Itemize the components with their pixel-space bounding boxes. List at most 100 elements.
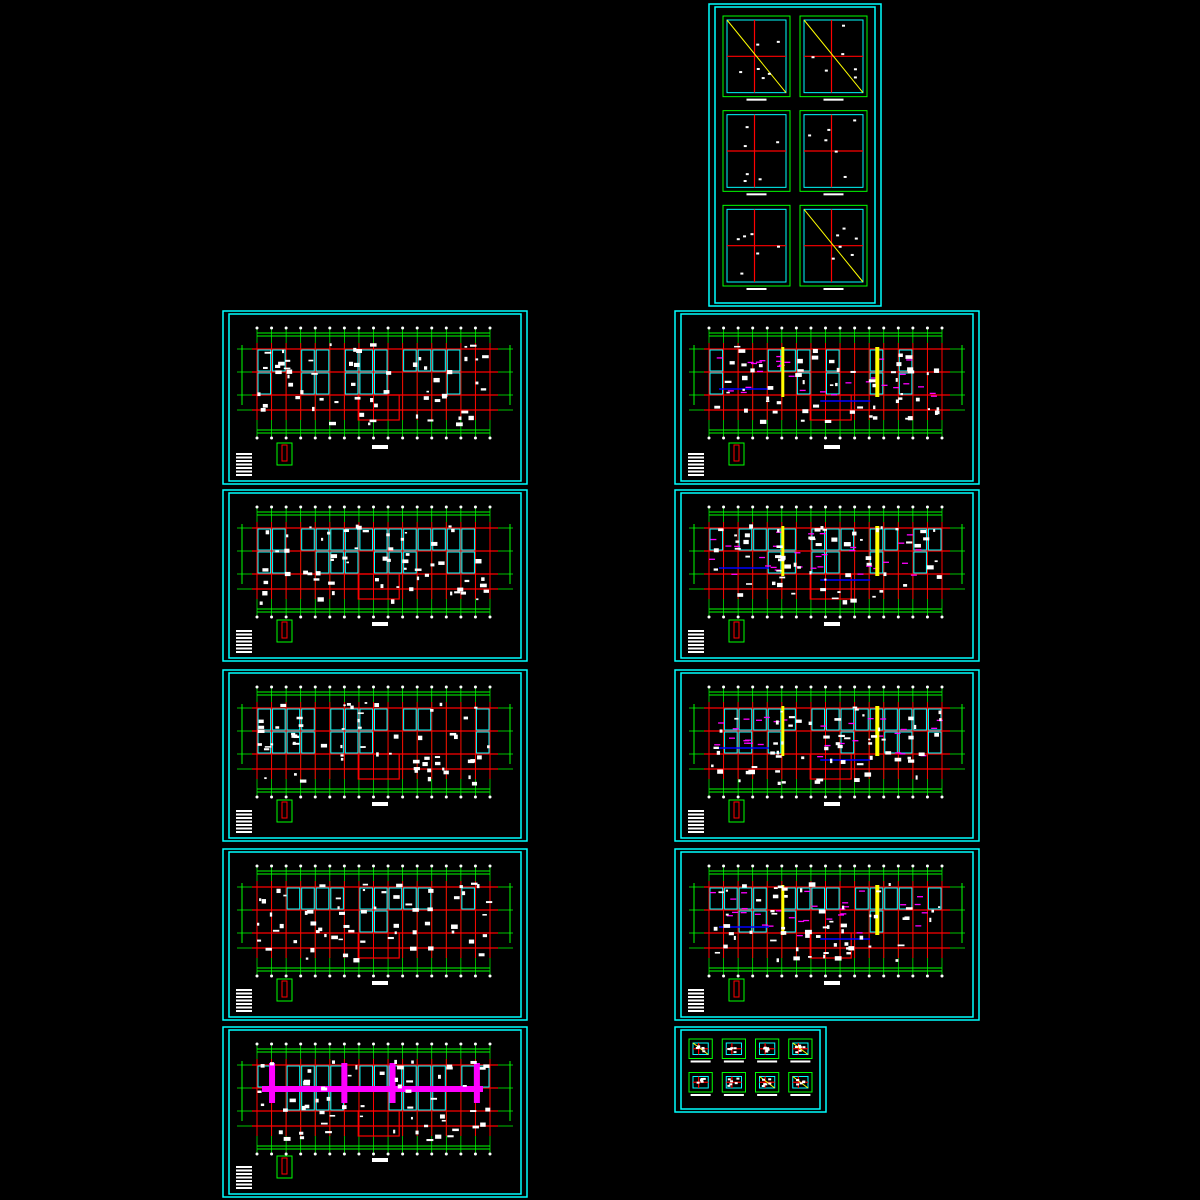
notes-text — [236, 824, 252, 826]
roof-band — [269, 1063, 276, 1103]
wall — [796, 887, 811, 910]
annotation-text — [362, 529, 369, 533]
annotation-text — [788, 724, 793, 727]
annotation-text — [800, 888, 803, 893]
annotation-text — [776, 750, 780, 755]
annotation-text — [438, 1074, 441, 1079]
notes-text — [688, 456, 704, 459]
annotation-text — [334, 401, 339, 404]
annotation-text — [362, 889, 366, 892]
diagonal-brace — [792, 1076, 809, 1089]
axis-bubble — [882, 436, 886, 440]
axis-bubble — [911, 795, 915, 799]
detail-title — [723, 1094, 744, 1096]
annotation-text — [713, 746, 719, 749]
axis-bubble — [459, 1042, 463, 1046]
wall — [475, 708, 490, 731]
wall — [301, 731, 315, 754]
annotation-text — [434, 756, 441, 759]
notes-text — [236, 820, 252, 823]
axis-bubble — [313, 864, 317, 868]
axis-bubble — [794, 436, 798, 440]
axis-bubble — [313, 974, 317, 978]
annotation-text — [809, 538, 816, 541]
annotation-text — [295, 396, 300, 400]
annotation-text — [453, 896, 460, 900]
annotation-text — [907, 759, 915, 763]
annotation-text — [409, 587, 414, 592]
annotation-text — [262, 568, 269, 572]
annotation-text — [844, 942, 849, 946]
notes-text — [688, 824, 704, 826]
axis-bubble — [488, 505, 492, 509]
axis-bubble — [838, 505, 842, 509]
axis-bubble — [838, 615, 842, 619]
annotation-text — [338, 938, 343, 941]
sheet-outer-frame — [222, 848, 528, 1021]
annotation-text — [284, 548, 290, 553]
section-detail — [281, 801, 288, 819]
wall — [826, 551, 840, 574]
axis-bubble — [386, 685, 390, 689]
annotation-text — [394, 1077, 399, 1082]
annotation-text — [777, 558, 785, 562]
detail-title — [372, 622, 388, 626]
axis-bubble — [270, 1042, 274, 1046]
wall — [884, 887, 898, 910]
annotation-text — [468, 415, 474, 421]
axis-bubble — [488, 795, 492, 799]
annotation-text — [915, 775, 918, 780]
annotation-text — [451, 924, 458, 929]
wall — [272, 731, 286, 754]
axis-bubble — [386, 505, 390, 509]
axis-bubble — [313, 685, 317, 689]
annotation-text — [730, 1047, 734, 1050]
annotation-text — [258, 719, 264, 724]
notes-text — [688, 630, 704, 632]
annotation-text — [734, 534, 737, 537]
axis-bubble — [488, 326, 492, 330]
axis-bubble — [838, 685, 842, 689]
annotation-text — [342, 556, 348, 560]
annotation-text — [718, 528, 724, 532]
axis-bubble — [459, 864, 463, 868]
wall — [272, 551, 286, 574]
annotation-text — [270, 743, 274, 746]
annotation-text — [788, 716, 795, 719]
notes-text — [688, 1010, 704, 1012]
annotation-text — [714, 405, 721, 409]
annotation-text — [885, 751, 892, 755]
annotation-text — [740, 272, 744, 275]
axis-bubble — [940, 436, 944, 440]
axis-bubble — [780, 326, 784, 330]
annotation-text — [455, 422, 463, 427]
annotation-text — [374, 403, 378, 408]
axis-bubble — [459, 615, 463, 619]
detail-plan — [799, 15, 868, 98]
axis-bubble — [284, 795, 288, 799]
annotation-text — [736, 238, 740, 241]
annotation-text — [796, 1079, 800, 1082]
annotation-text — [843, 542, 851, 547]
annotation-text — [808, 721, 812, 726]
annotation-text — [743, 180, 747, 183]
notes-text — [236, 831, 252, 833]
annotation-text — [458, 416, 462, 420]
annotation-text — [286, 369, 293, 374]
wall — [330, 887, 344, 910]
annotation-text — [751, 766, 758, 769]
detail-plan — [799, 204, 868, 287]
annotation-text — [278, 1130, 283, 1135]
axis-bubble — [372, 864, 375, 868]
sheet-inner-frame — [228, 492, 522, 659]
annotation-text — [275, 364, 281, 368]
wall — [344, 349, 359, 372]
axis-bubble — [342, 685, 346, 689]
axis-bubble — [751, 974, 755, 978]
annotation-text — [868, 945, 872, 948]
wall — [374, 551, 388, 574]
axis-bubble — [386, 795, 390, 799]
axis-bubble — [284, 1152, 288, 1156]
annotation-text — [811, 56, 815, 59]
annotation-text — [913, 724, 917, 730]
